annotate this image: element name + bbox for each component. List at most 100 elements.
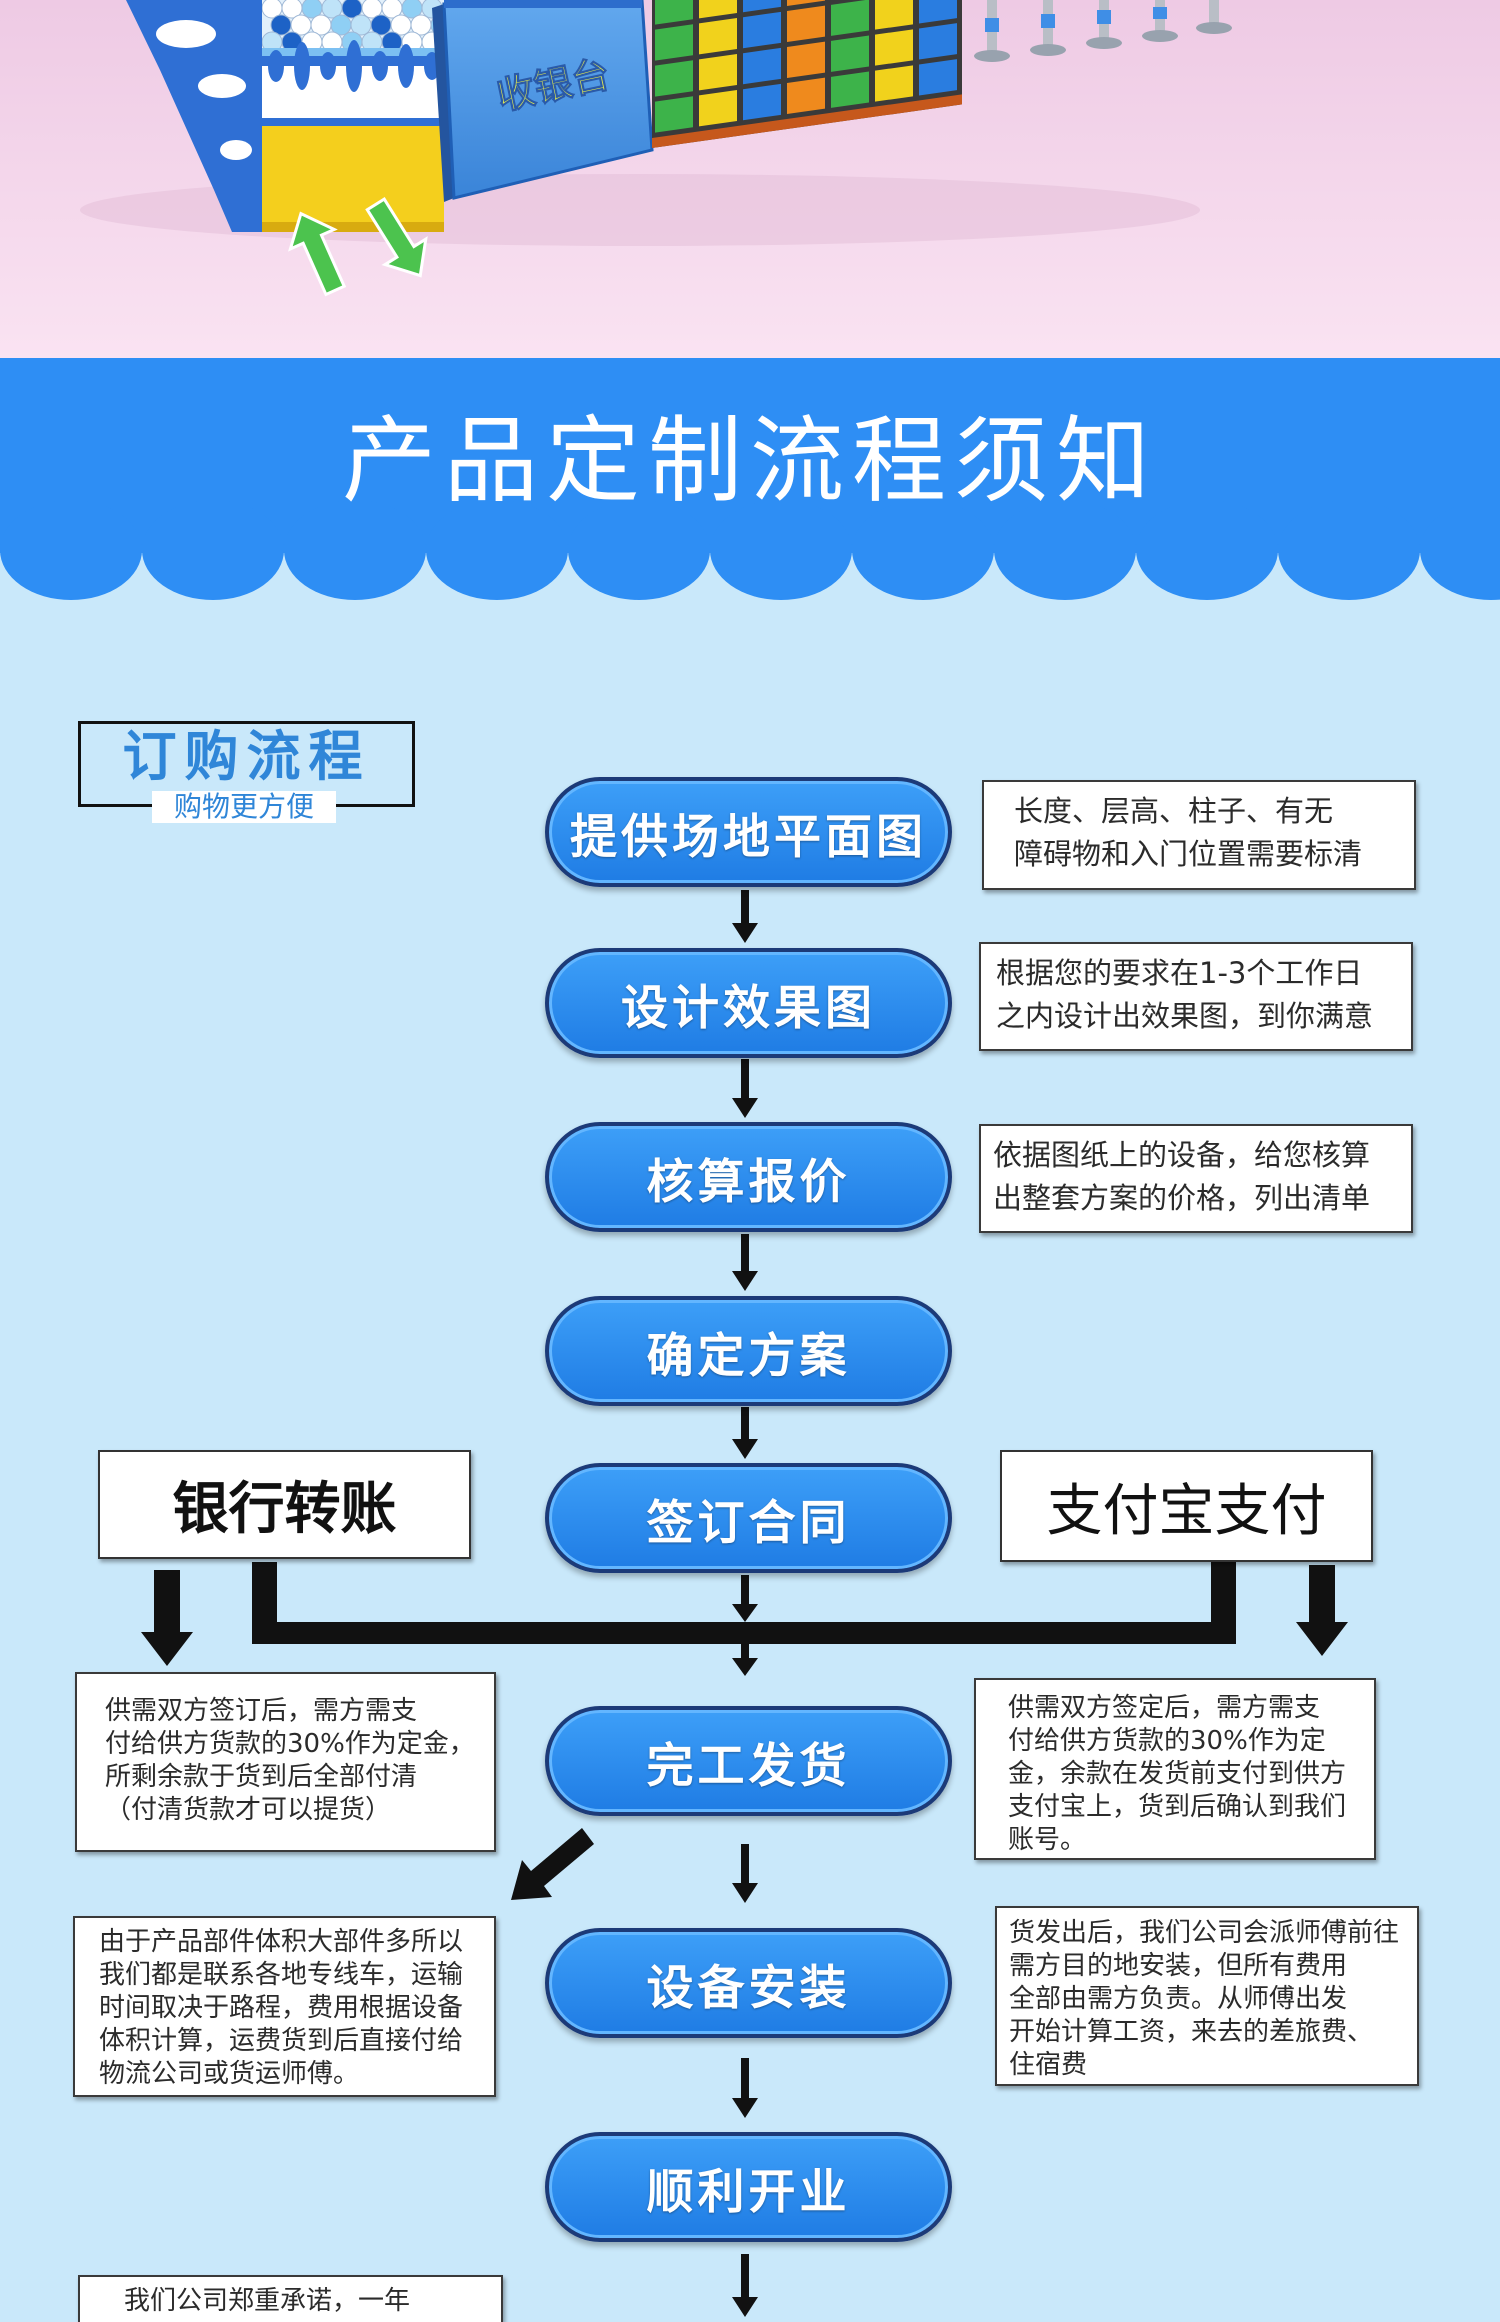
shelf-cubby: [655, 0, 693, 25]
shelf-cubby: [831, 35, 869, 72]
bank-transfer-note: 供需双方签订后，需方需支 付给供方货款的30%作为定金， 所剩余款于货到后全部付…: [75, 1672, 496, 1852]
drip: [372, 51, 388, 81]
installation-note: 货发出后，我们公司会派师傅前往 需方目的地安装，但所有费用 全部由需方负责。从师…: [995, 1906, 1419, 2086]
scallop: [994, 500, 1136, 600]
stand-base: [1142, 30, 1178, 42]
note-line: 之内设计出效果图，到你满意: [996, 999, 1374, 1033]
down-arrow-icon: [732, 1644, 758, 1676]
banner-background: [0, 358, 1500, 600]
down-arrow-icon: [732, 1844, 758, 1903]
playground-render: 收银台: [0, 0, 1500, 358]
title-banner: 产品定制流程须知: [0, 358, 1500, 600]
drip: [320, 52, 336, 80]
step-label: 确定方案: [646, 1328, 851, 1384]
step-label: 签订合同: [646, 1495, 851, 1551]
down-arrow-icon: [732, 2058, 758, 2118]
shelf-cubby: [699, 54, 737, 91]
shelf-cubby: [831, 71, 869, 108]
shelf-cubby: [875, 65, 913, 102]
cashier-top-rim: [444, 0, 642, 8]
note-line: 时间取决于路程，费用根据设备: [99, 1993, 464, 2023]
shelf-cubbies: [655, 0, 957, 133]
stand-cup: [985, 18, 999, 32]
note-line: 根据您的要求在1-3个工作日: [996, 956, 1363, 990]
wall-cloud: [220, 140, 252, 160]
cashier-side: [432, 4, 454, 202]
note-line: 账号。: [1008, 1825, 1087, 1855]
scallop: [0, 500, 142, 600]
scallop: [142, 500, 284, 600]
exit-arrow-icon: [365, 197, 428, 278]
shelf-cubby: [875, 0, 913, 30]
shelf-cubby: [787, 5, 825, 43]
down-arrow-icon: [732, 2254, 758, 2317]
note-line: 货发出后，我们公司会派师傅前往: [1009, 1918, 1400, 1948]
entrance-arrow-icon: [288, 211, 347, 297]
shelf-cubby: [699, 18, 737, 55]
wall-cloud: [198, 74, 246, 98]
down-arrow-icon: [732, 1059, 758, 1118]
alipay-down-arrow-icon: [1296, 1565, 1348, 1656]
step-label: 设备安装: [646, 1960, 851, 2016]
down-arrow-icon: [732, 890, 758, 943]
shelf-cubby: [831, 0, 869, 36]
quote-note: 依据图纸上的设备，给您核算 出整套方案的价格，列出清单: [979, 1124, 1413, 1233]
shelf-cubby: [787, 77, 825, 115]
note-line: （付清货款才可以提货）: [105, 1795, 392, 1825]
bank-transfer-label: 银行转账: [98, 1450, 471, 1559]
note-line: 依据图纸上的设备，给您核算: [993, 1138, 1371, 1172]
promise-note: 我们公司郑重承诺，一年: [78, 2275, 503, 2322]
note-line: 我们都是联系各地专线车，运输: [99, 1960, 464, 1990]
diagonal-arrow-icon: [511, 1828, 594, 1900]
shelf-cubby: [699, 90, 737, 127]
note-line: 长度、层高、柱子、有无: [1014, 794, 1334, 828]
scallop: [1420, 500, 1500, 600]
down-arrow-icon: [732, 1407, 758, 1459]
wall-cloud: [156, 20, 216, 48]
connector-right-bar: [1211, 1562, 1236, 1644]
down-arrow-icon: [732, 1234, 758, 1291]
note-line: 付给供方货款的30%作为定: [1008, 1726, 1326, 1756]
shelf-cubby: [787, 41, 825, 79]
note-line: 出整套方案的价格，列出清单: [993, 1181, 1371, 1215]
note-line: 全部由需方负责。从师傅出发: [1009, 1984, 1348, 2014]
shelf-cubby: [743, 0, 781, 13]
page-title: 产品定制流程须知: [341, 407, 1158, 516]
ball-pit-blue-strip: [262, 118, 444, 126]
stand-cup: [1153, 7, 1167, 19]
stand-base: [974, 50, 1010, 62]
ball-pit-side-wall: [126, 0, 262, 232]
scallop: [710, 500, 852, 600]
drip: [346, 40, 362, 92]
shelf-cubby: [919, 59, 957, 96]
step-sign-contract: 签订合同: [545, 1463, 952, 1573]
alipay-note: 供需双方签定后，需方需支 付给供方货款的30%作为定 金，余款在发货前支付到供方…: [974, 1678, 1376, 1860]
shoe-shelf: [652, 0, 962, 148]
bank-down-arrow-icon: [141, 1570, 193, 1666]
note-line: 体积计算，运费货到后直接付给: [99, 2026, 464, 2056]
step-provide-site-plan: 提供场地平面图: [545, 777, 952, 887]
step-label: 设计效果图: [621, 980, 876, 1036]
scallop: [284, 500, 426, 600]
step-label: 顺利开业: [646, 2164, 851, 2220]
drip: [294, 42, 310, 90]
ball-pit-yellow-base: [262, 222, 444, 232]
shelf-cubby: [743, 83, 781, 121]
display-stands: [974, 0, 1232, 62]
shelf-cubby: [875, 29, 913, 66]
scallop: [1136, 500, 1278, 600]
stand-base: [1030, 44, 1066, 56]
drip: [398, 44, 414, 88]
step-label: 完工发货: [646, 1738, 851, 1794]
note-line: 物流公司或货运师傅。: [99, 2059, 360, 2089]
note-line: 开始计算工资，来去的差旅费、: [1009, 2017, 1374, 2047]
note-line: 由于产品部件体积大部件多所以: [99, 1927, 464, 1957]
stand-post: [1209, 0, 1219, 24]
shelf-cubby: [919, 0, 957, 24]
arrow-shape: [365, 197, 428, 278]
step-ship: 完工发货: [545, 1706, 952, 1816]
note-line: 需方目的地安装，但所有费用: [1009, 1951, 1348, 1981]
scallop: [852, 500, 994, 600]
